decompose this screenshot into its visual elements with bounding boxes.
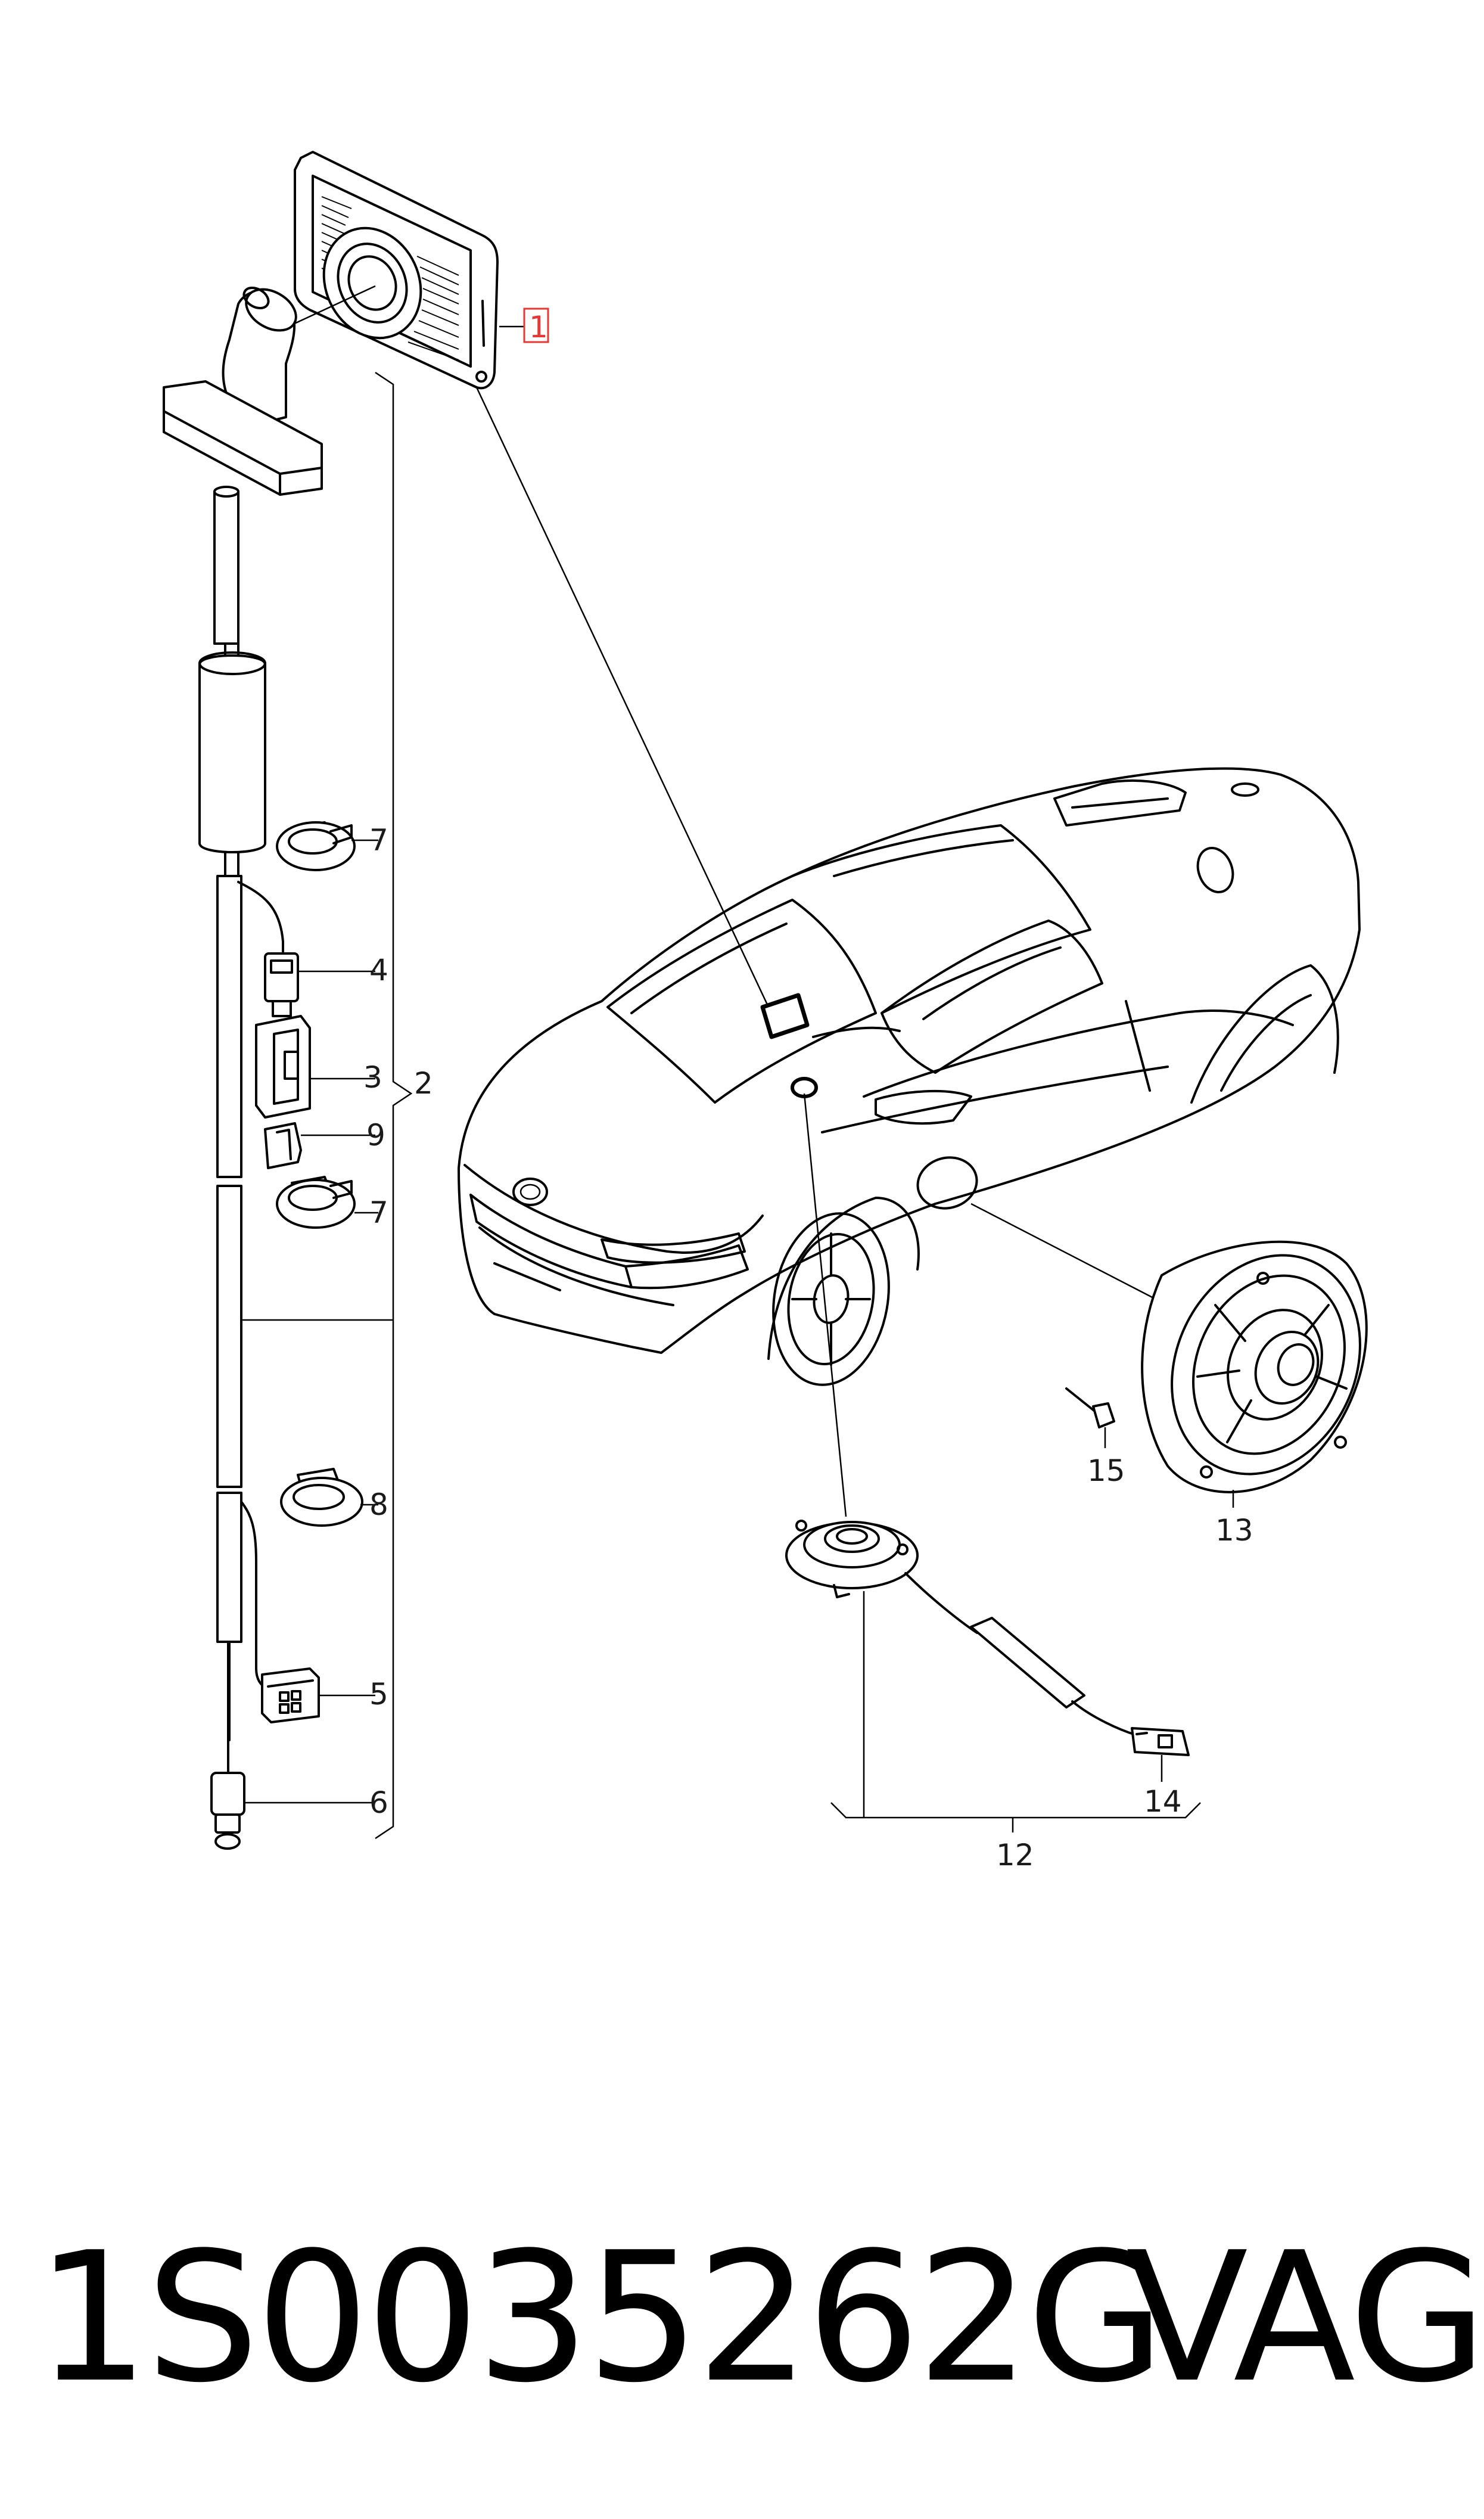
part-3-bracket (255, 1015, 311, 1119)
callout-14: 14 (1144, 1784, 1182, 1819)
callout-1: 1 (529, 310, 548, 344)
part-8-clip (280, 1468, 363, 1527)
callout-7-upper: 7 (369, 823, 388, 858)
part-6-plug (210, 1772, 245, 1850)
callout-6: 6 (369, 1785, 388, 1820)
part-5-connector (261, 1667, 320, 1723)
callout-8: 8 (369, 1487, 388, 1522)
part-7-clip-upper (276, 821, 356, 871)
part-13-woofer (970, 1203, 1368, 1508)
callout-7-lower: 7 (369, 1195, 388, 1230)
callout-9: 9 (366, 1118, 385, 1153)
callout-12: 12 (996, 1838, 1034, 1872)
part-7-clip-lower (276, 1176, 356, 1229)
callout-3: 3 (363, 1060, 382, 1095)
callout-5: 5 (369, 1677, 388, 1712)
part-1-speaker-cover (291, 151, 770, 1008)
part-9-clip (264, 1122, 302, 1169)
part-2-cable-harness (163, 286, 413, 1850)
callout-13: 13 (1215, 1513, 1253, 1548)
callout-15: 15 (1087, 1453, 1125, 1488)
part-4-connector (264, 952, 299, 1017)
car-illustration (458, 767, 1361, 1386)
callout-1-box (523, 308, 549, 343)
part-number: 1S0035262G (36, 2214, 1165, 2422)
grille-hatch-right (407, 256, 459, 361)
brand-label: VAG (1126, 2214, 1484, 2422)
part-12-tweeter-assembly (785, 1093, 1201, 1832)
part-15-screw (1065, 1387, 1115, 1448)
callout-4: 4 (369, 953, 388, 987)
callout-2: 2 (414, 1066, 433, 1101)
